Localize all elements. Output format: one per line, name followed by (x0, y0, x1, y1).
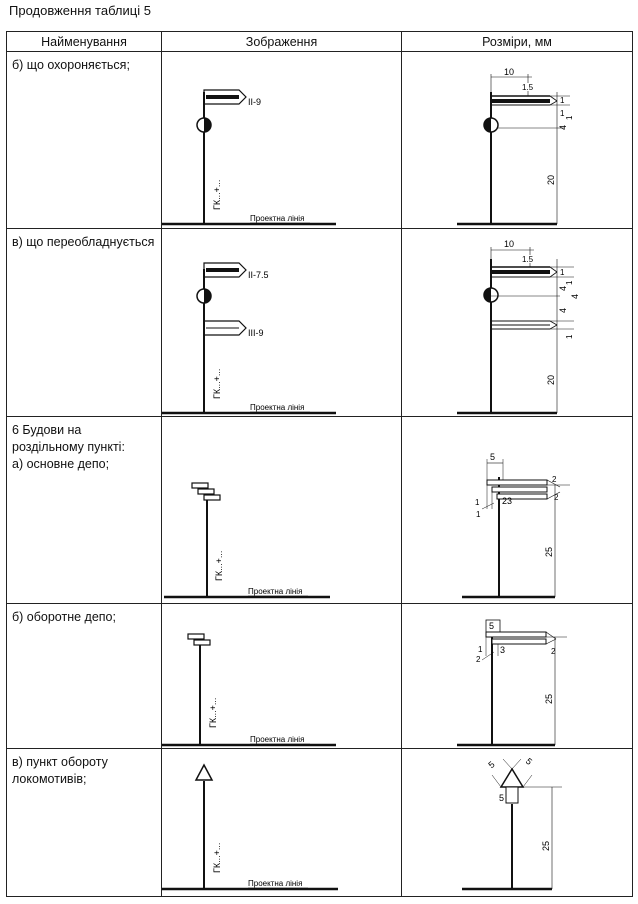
km-label: ГК...+... (208, 698, 218, 728)
table-row: 6 Будови на роздільному пункті: а) основ… (6, 416, 633, 604)
dims-drawing-turnaround-depot: 5 2 1 2 3 25 (457, 619, 567, 747)
dim-1a: 1 (560, 268, 565, 277)
line-label: Проектна лінія (250, 214, 304, 223)
line-label: Проектна лінія (248, 587, 302, 596)
dim-3: 3 (500, 645, 505, 655)
dim-23: 23 (502, 496, 512, 506)
line-label: Проектна лінія (250, 403, 304, 412)
signs-table: Найменування Зображення Розміри, мм б) щ… (6, 31, 633, 897)
km-label: ГК...+... (212, 843, 222, 873)
dim-1b: 1 (560, 109, 565, 118)
table-row: б) оборотне депо; ГК...+... Проектна лін… (6, 603, 633, 749)
dim-5: 5 (490, 452, 495, 462)
dim-1c: 1 (565, 334, 574, 339)
sign-image-protected: ІІ-9 ГК...+... Проектна лінія (162, 89, 336, 226)
dims-drawing-loco-turn-point: 5 5 5 25 (462, 756, 562, 891)
dim-2b: 2 (476, 655, 481, 664)
section-title: 6 Будови на роздільному пункті: (12, 423, 125, 454)
table-caption: Продовження таблиці 5 (9, 3, 151, 18)
dim-1c: 1 (565, 115, 574, 120)
km-label: ГК...+... (212, 369, 222, 399)
dim-4: 4 (558, 125, 568, 130)
dim-4b: 4 (558, 308, 568, 313)
dim-1a: 1 (560, 96, 565, 105)
dim-2: 2 (551, 647, 556, 656)
dim-5c: 5 (499, 793, 504, 803)
sign-image-loco-turn-point: ГК...+... Проектна лінія (162, 763, 338, 891)
dim-2b: 2 (554, 493, 559, 502)
dims-drawing-main-depot: 5 2 2 1 23 1 25 (462, 452, 570, 599)
row-name: б) що охороняється; (12, 58, 130, 72)
dim-1: 1 (478, 645, 483, 654)
table-row: в) пункт обороту локомотивів; ГК...+... … (6, 748, 633, 897)
row-name: в) пункт обороту локомотивів; (12, 755, 108, 786)
header-dimensions: Розміри, мм (401, 31, 633, 52)
dims-drawing-protected: 10 1.5 1 1 4 1 20 (457, 67, 574, 226)
dim-10: 10 (504, 67, 514, 77)
header-row: Найменування Зображення Розміри, мм (6, 31, 633, 52)
row-name: в) що переобладнується (12, 235, 155, 249)
row-name: б) оборотне депо; (12, 610, 116, 624)
header-image: Зображення (161, 31, 402, 52)
sign-label: ІІ-9 (248, 97, 261, 107)
dim-1b: 1 (565, 280, 574, 285)
line-label: Проектна лінія (250, 735, 304, 744)
sign-image-main-depot: ГК...+... Проектна лінія (164, 482, 330, 599)
dim-2a: 2 (552, 475, 557, 484)
sign-image-turnaround-depot: ГК...+... Проектна лінія (162, 633, 336, 747)
sign-label-2: ІІІ-9 (248, 328, 264, 338)
dim-1-5: 1.5 (522, 83, 534, 92)
dim-1a: 1 (475, 498, 480, 507)
dim-1-5: 1.5 (522, 255, 534, 264)
dim-25: 25 (544, 547, 554, 557)
dim-20: 20 (546, 375, 556, 385)
dim-20: 20 (546, 175, 556, 185)
dim-5b: 5 (524, 756, 534, 767)
subsection-title: а) основне депо; (12, 457, 110, 471)
line-label: Проектна лінія (248, 879, 302, 888)
dim-25: 25 (541, 841, 551, 851)
row-name: 6 Будови на роздільному пункті: а) основ… (7, 417, 161, 473)
table-row: б) що охороняється; ІІ-9 ГК...+... Проек… (6, 51, 633, 229)
dim-4c: 4 (570, 294, 580, 299)
sign-image-reequipped: ІІ-7.5 ІІІ-9 ГК...+... Проектна лінія (162, 262, 336, 415)
table-row: в) що переобладнується ІІ-7.5 ІІІ-9 ГК..… (6, 228, 633, 417)
dims-drawing-reequipped: 10 1.5 1 4 4 1 4 (457, 239, 580, 415)
dim-4a: 4 (558, 286, 568, 291)
dim-5a: 5 (486, 759, 496, 770)
km-label: ГК...+... (212, 180, 222, 210)
dim-10: 10 (504, 239, 514, 249)
km-label: ГК...+... (214, 551, 224, 581)
dim-1b: 1 (476, 510, 481, 519)
dim-25: 25 (544, 694, 554, 704)
dim-5: 5 (489, 621, 494, 631)
header-name: Найменування (6, 31, 162, 52)
sign-label-1: ІІ-7.5 (248, 270, 269, 280)
